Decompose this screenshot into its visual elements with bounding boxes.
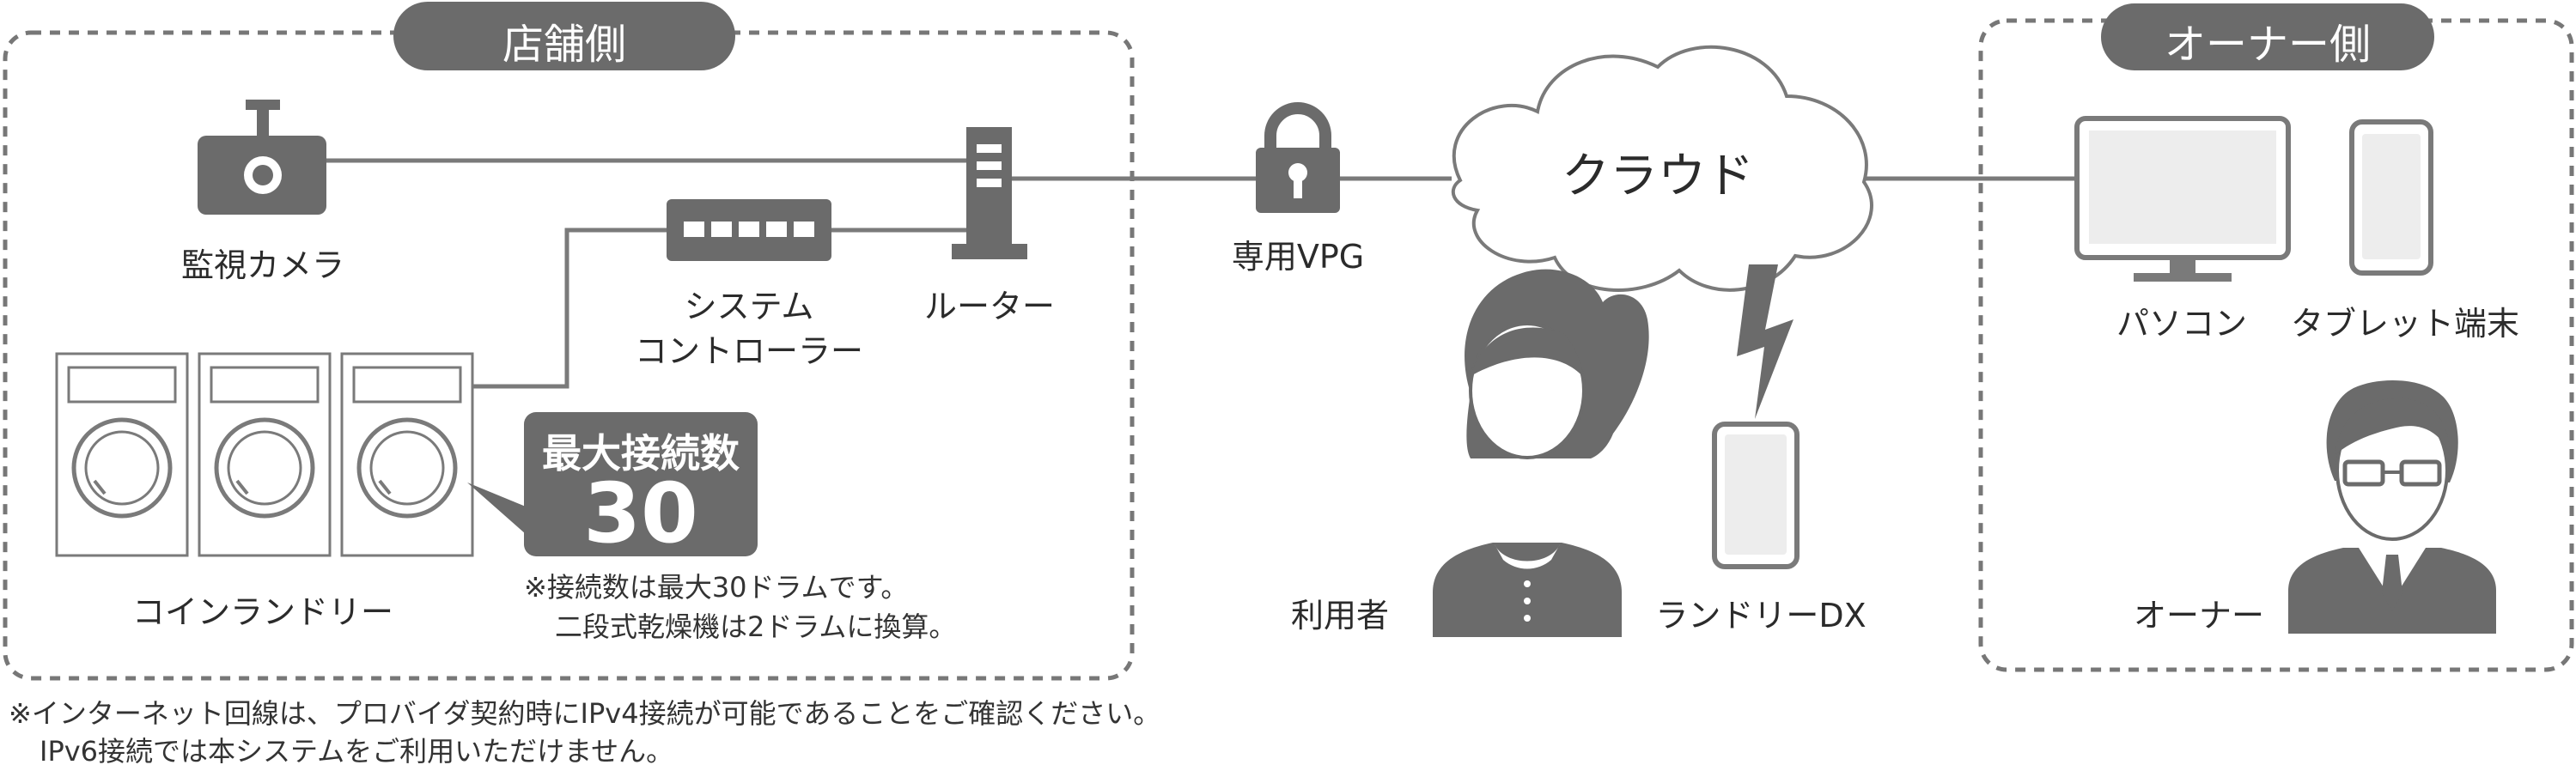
- lock-icon: [1256, 102, 1340, 213]
- owner-title-pill: [2101, 3, 2434, 70]
- female-user-icon: [1433, 269, 1649, 637]
- app-label: ランドリーDX: [1655, 597, 1867, 634]
- washing-machine-1: [55, 352, 189, 557]
- router-icon: [952, 127, 1027, 259]
- owner-person-icon: [2288, 379, 2496, 634]
- controller-label-line1: システム: [684, 288, 814, 325]
- washing-machine-3: [340, 352, 474, 557]
- lightning-icon: [1737, 264, 1793, 419]
- store-title-pill: [393, 2, 735, 70]
- footer-line2: IPv6接続では本システムをご利用いただけません。: [40, 735, 674, 768]
- camera-label: 監視カメラ: [180, 246, 345, 284]
- vpg-label: 専用VPG: [1231, 238, 1365, 276]
- camera-icon: [198, 100, 326, 215]
- pc-label: パソコン: [2116, 305, 2248, 343]
- washing-machine-2: [198, 352, 332, 557]
- note-line2: 二段式乾燥機は2ドラムに換算。: [555, 610, 957, 643]
- note-line1: ※接続数は最大30ドラムです。: [524, 571, 909, 604]
- user-label: 利用者: [1290, 597, 1390, 634]
- tablet-label: タブレット端末: [2290, 305, 2520, 343]
- router-label: ルーター: [923, 288, 1056, 325]
- monitor-icon: [2074, 116, 2291, 282]
- smartphone-icon: [1712, 422, 1800, 569]
- store-group-title: 店舗側: [502, 21, 627, 69]
- cloud-icon: [1451, 45, 1873, 292]
- owner-group-title: オーナー側: [2164, 21, 2372, 69]
- cloud-label: クラウド: [1562, 149, 1754, 204]
- callout-number: 30: [583, 465, 698, 562]
- controller-label-line2: コントローラー: [634, 332, 864, 370]
- max-connections-callout: [467, 412, 758, 556]
- footer-line1: ※インターネット回線は、プロバイダ契約時にIPv4接続が可能であることをご確認く…: [9, 697, 1161, 730]
- callout-title: 最大接続数: [542, 430, 740, 477]
- connection-lines: [325, 158, 2077, 389]
- owner-label: オーナー: [2133, 597, 2265, 634]
- tablet-icon: [2349, 119, 2433, 276]
- system-controller-icon: [667, 199, 831, 261]
- laundry-label: コインランドリー: [131, 593, 394, 631]
